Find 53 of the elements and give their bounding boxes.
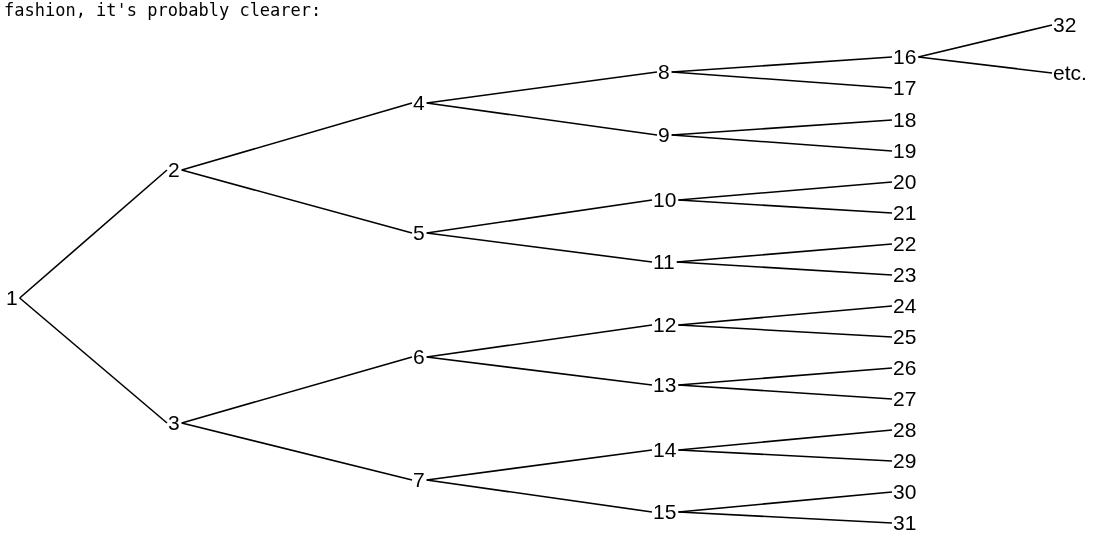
tree-node-number: 20 xyxy=(893,171,917,193)
connector-line xyxy=(425,479,653,513)
tree-node-number: 12 xyxy=(653,314,677,336)
tree-node-number: 3 xyxy=(168,412,180,434)
connector-line xyxy=(677,511,893,524)
tree-node-number: 13 xyxy=(653,374,677,396)
tree-node-number: 30 xyxy=(893,481,917,503)
tree-node-number: 21 xyxy=(893,202,917,224)
tree-node-number: 15 xyxy=(653,501,677,523)
tree-node-number: 29 xyxy=(893,450,917,472)
tree-node-number: 9 xyxy=(658,124,670,146)
connector-line xyxy=(18,297,168,424)
tree-node-number: 7 xyxy=(413,469,425,491)
tree-node-number: 14 xyxy=(653,439,677,461)
tree-node-number: 22 xyxy=(893,233,917,255)
connector-line xyxy=(425,356,653,386)
connector-line xyxy=(677,449,893,462)
tree-node-number: 31 xyxy=(893,512,917,534)
connector-line xyxy=(18,169,168,299)
tree-node-number: 1 xyxy=(6,287,18,309)
tree-node-number: 19 xyxy=(893,140,917,162)
connector-line xyxy=(917,56,1053,74)
tree-node-number: 5 xyxy=(413,222,425,244)
tree-node-number: 4 xyxy=(413,92,425,114)
tree-node-number: 8 xyxy=(658,61,670,83)
tree-node-number: 28 xyxy=(893,419,917,441)
tree-node-number: 11 xyxy=(653,251,675,273)
tree-node-number: 32 xyxy=(1053,14,1077,36)
caption-text: fashion, it's probably clearer: xyxy=(4,0,322,20)
connector-line xyxy=(425,102,658,136)
tree-node-number: 16 xyxy=(893,46,917,68)
tree-node-number: etc. xyxy=(1053,62,1087,84)
tree-node-number: 23 xyxy=(893,264,917,286)
tree-node-number: 25 xyxy=(893,326,917,348)
connector-line xyxy=(180,102,413,171)
tree-node-number: 2 xyxy=(168,159,180,181)
connector-line xyxy=(180,422,413,481)
connector-line xyxy=(677,324,893,338)
connector-line xyxy=(180,356,413,424)
connector-line xyxy=(670,134,893,152)
connector-line xyxy=(676,261,893,276)
tree-node-number: 26 xyxy=(893,357,917,379)
tree-node-number: 6 xyxy=(413,346,425,368)
connector-line xyxy=(425,232,653,263)
connector-line xyxy=(677,199,893,214)
connector-line xyxy=(677,384,893,400)
tree-node-number: 24 xyxy=(893,295,917,317)
tree-node-number: 18 xyxy=(893,109,917,131)
connector-line xyxy=(670,71,893,89)
tree-node-number: 17 xyxy=(893,77,917,99)
tree-node-number: 27 xyxy=(893,388,917,410)
tree-node-number: 10 xyxy=(653,189,677,211)
connector-line xyxy=(180,169,413,234)
